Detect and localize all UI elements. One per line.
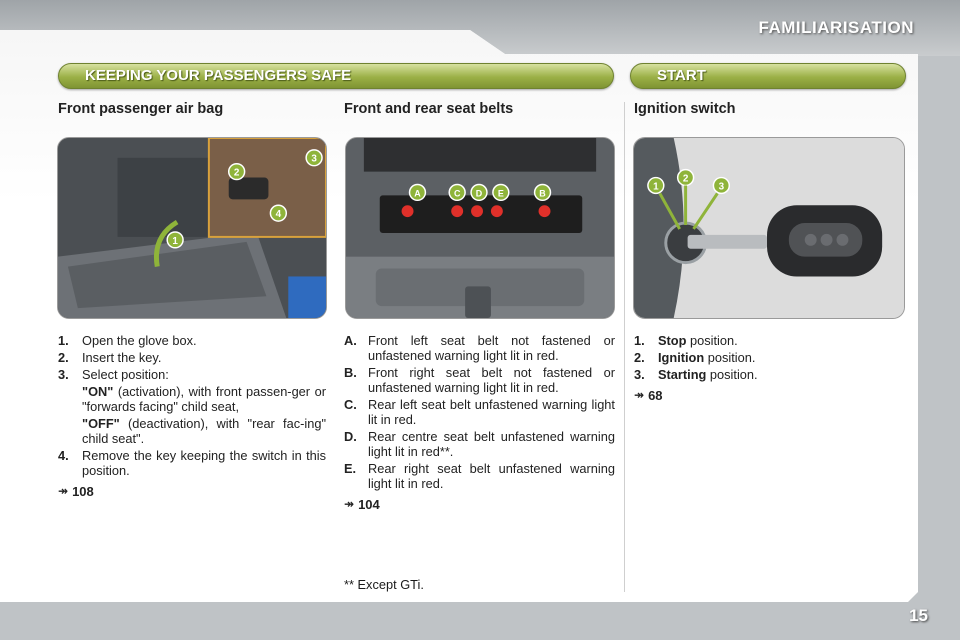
ignition-page-ref: ↠ 68 [634, 388, 663, 403]
double-arrow-icon: ↠ [634, 388, 645, 402]
seatbelts-title: Front and rear seat belts [344, 101, 514, 117]
airbag-page-ref: ↠ 108 [58, 484, 94, 499]
banner-passenger-safety: KEEPING YOUR PASSENGERS SAFE [58, 63, 614, 89]
seatbelt-item-d: D. Rear centre seat belt unfastened warn… [344, 429, 615, 459]
svg-text:A: A [414, 188, 421, 198]
airbag-step-3: 3. Select position: [58, 367, 169, 382]
svg-text:E: E [498, 188, 504, 198]
double-arrow-icon: ↠ [344, 497, 355, 511]
svg-text:D: D [476, 188, 483, 198]
ignition-item-stop: 1. Stop position. [634, 333, 738, 348]
seatbelts-photo: A C D E B [345, 137, 615, 319]
ignition-item-ignition: 2. Ignition position. [634, 350, 756, 365]
airbag-step-2: 2. Insert the key. [58, 350, 162, 365]
airbag-off-option: "OFF" (deactivation), with "rear fac-ing… [82, 416, 326, 446]
airbag-on-option: "ON" (activation), with front passen-ger… [82, 384, 326, 414]
column-divider [624, 102, 625, 592]
svg-text:4: 4 [276, 209, 282, 220]
double-arrow-icon: ↠ [58, 484, 69, 498]
seatbelt-item-b: B. Front right seat belt not fastened or… [344, 365, 615, 395]
seatbelts-list: A. Front left seat belt not fastened or … [344, 333, 615, 512]
svg-text:3: 3 [311, 154, 317, 165]
svg-text:3: 3 [719, 181, 725, 192]
airbag-title: Front passenger air bag [58, 101, 224, 117]
section-title: FAMILIARISATION [758, 18, 914, 37]
seatbelts-label-d: D [470, 183, 488, 202]
ignition-photo: 1 2 3 [633, 137, 905, 319]
page-number: 15 [909, 606, 928, 625]
airbag-label-4: 4 [269, 204, 288, 222]
seatbelts-label-e: E [492, 183, 510, 202]
ignition-label-1: 1 [647, 176, 665, 195]
airbag-label-3: 3 [305, 149, 323, 167]
seatbelts-label-b: B [533, 183, 552, 202]
ignition-label-2: 2 [676, 168, 695, 187]
banner-start: START [630, 63, 906, 89]
svg-text:1: 1 [653, 181, 659, 192]
svg-text:C: C [454, 188, 461, 198]
seatbelts-label-c: C [448, 183, 466, 202]
ignition-title: Ignition switch [634, 101, 736, 117]
seatbelt-item-e: E. Rear right seat belt unfastened warni… [344, 461, 615, 491]
airbag-photo: 1 2 3 4 [57, 137, 327, 319]
airbag-step-4: 4. Remove the key keeping the switch in … [58, 448, 326, 478]
ignition-item-starting: 3. Starting position. [634, 367, 758, 382]
seatbelts-footnote: ** Except GTi. [344, 577, 424, 592]
airbag-step-1: 1. Open the glove box. [58, 333, 197, 348]
svg-text:2: 2 [683, 174, 689, 185]
svg-text:B: B [539, 188, 546, 198]
airbag-instructions: 1. Open the glove box. 2. Insert the key… [58, 333, 326, 499]
svg-text:1: 1 [172, 236, 178, 247]
airbag-label-1: 1 [166, 231, 184, 249]
seatbelt-item-c: C. Rear left seat belt unfastened warnin… [344, 397, 615, 427]
seatbelts-page-ref: ↠ 104 [344, 497, 380, 512]
airbag-label-2: 2 [227, 162, 246, 181]
ignition-label-3: 3 [712, 176, 731, 195]
seatbelts-label-a: A [408, 183, 427, 202]
ignition-list: 1. Stop position. 2. Ignition position. … [634, 333, 904, 403]
seatbelt-item-a: A. Front left seat belt not fastened or … [344, 333, 615, 363]
svg-text:2: 2 [234, 168, 240, 179]
